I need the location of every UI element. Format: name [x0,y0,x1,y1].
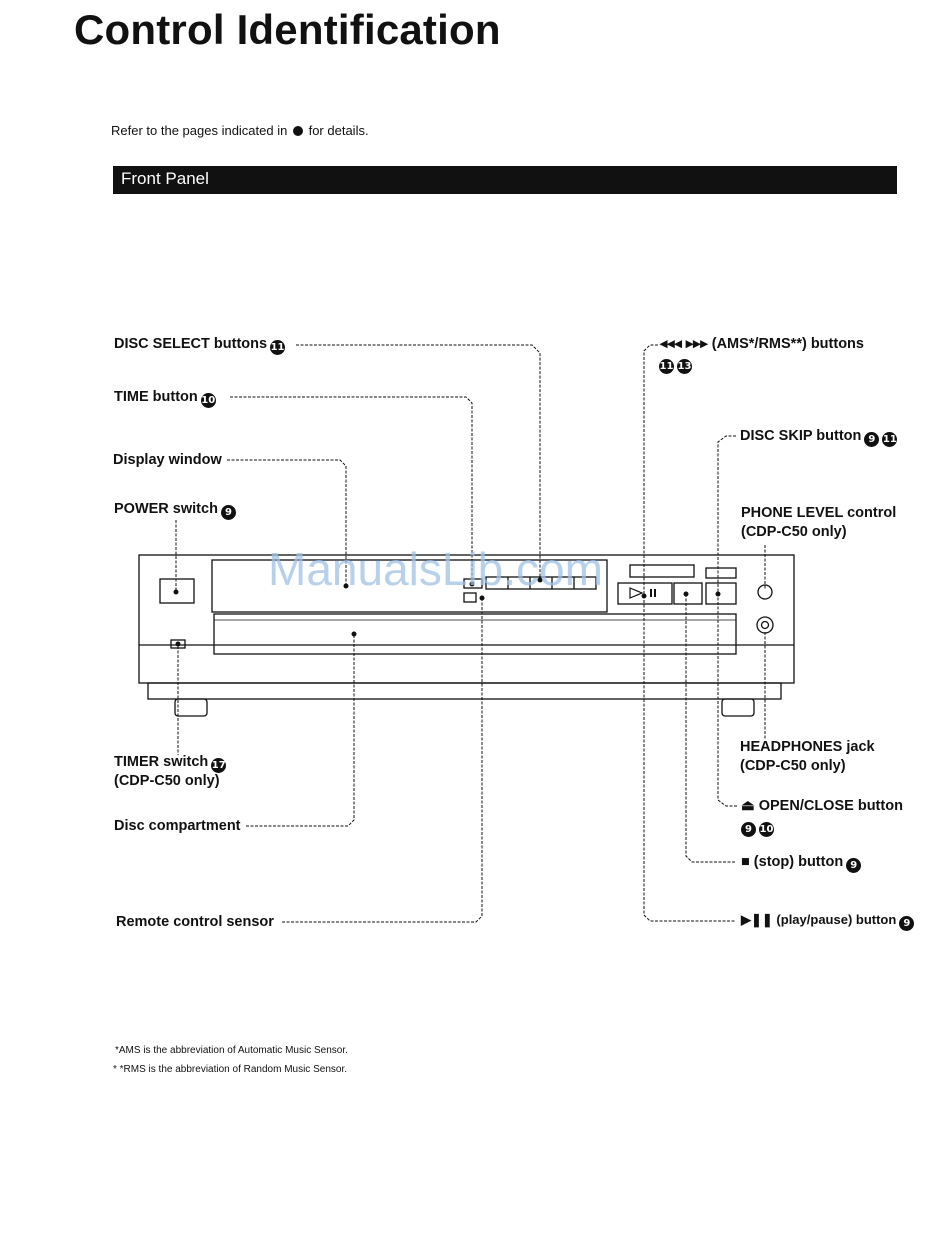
ams-buttons-shape [629,564,695,578]
label-phone-level: PHONE LEVEL control [741,505,897,521]
eject-icon: ⏏ [741,798,755,814]
reference-number-icon: 9 [741,822,756,837]
ams-skip-icon: ◂◂◂ ▸▸▸ [660,336,708,352]
watermark: ManualsLib.com [268,543,603,595]
label-headphones-note: (CDP-C50 only) [740,758,846,774]
intro-text: Refer to the pages indicated in for deta… [111,123,369,138]
reference-number-icon: 9 [846,858,862,873]
disc-compartment-shape [213,613,737,655]
label-ams: ◂◂◂ ▸▸▸ (AMS*/RMS**) buttons [660,336,864,352]
headphones-jack-shape [756,616,774,634]
play-pause-button-shape [617,582,673,605]
label-disc-compartment: Disc compartment [114,818,241,834]
label-timer-note: (CDP-C50 only) [114,773,220,789]
reference-number-icon: 9 [899,916,915,931]
reference-number-icon: 11 [882,432,898,447]
reference-number-icon: 11 [659,359,674,374]
disc-skip-button-shape [705,567,737,579]
reference-number-icon: 11 [270,340,286,355]
page-title: Control Identification [74,6,501,53]
footnote-rms: * *RMS is the abbreviation of Random Mus… [113,1064,347,1075]
label-remote-sensor: Remote control sensor [116,914,274,930]
label-headphones: HEADPHONES jack [740,739,875,755]
section-title: Front Panel [121,169,209,188]
reference-number-icon: 17 [211,758,227,773]
device-base [147,682,782,700]
intro-before: Refer to the pages indicated in [111,123,288,138]
reference-number-icon: 10 [759,822,774,837]
intro-after: for details. [308,123,369,138]
bullet-dot-icon [292,126,303,136]
reference-number-icon: 10 [200,393,216,408]
section-header-bar: Front Panel [113,166,897,194]
power-switch-shape [159,578,195,604]
play-pause-icon: ▶❚❚ [741,912,773,927]
reference-number-icon: 13 [677,359,692,374]
stop-button-shape [673,582,703,605]
open-close-button-shape [705,582,737,605]
phone-level-knob [757,584,773,600]
reference-number-icon: 9 [220,505,236,520]
label-phone-level-note: (CDP-C50 only) [741,524,847,540]
footnote-ams: *AMS is the abbreviation of Automatic Mu… [115,1045,348,1056]
foot-right [721,698,755,717]
display-window-shape [211,559,608,613]
label-display: Display window [113,452,222,468]
foot-left [174,698,208,717]
label-open-close: ⏏ OPEN/CLOSE button [741,798,903,814]
reference-number-icon: 9 [864,432,880,447]
stop-icon: ■ [741,854,750,870]
